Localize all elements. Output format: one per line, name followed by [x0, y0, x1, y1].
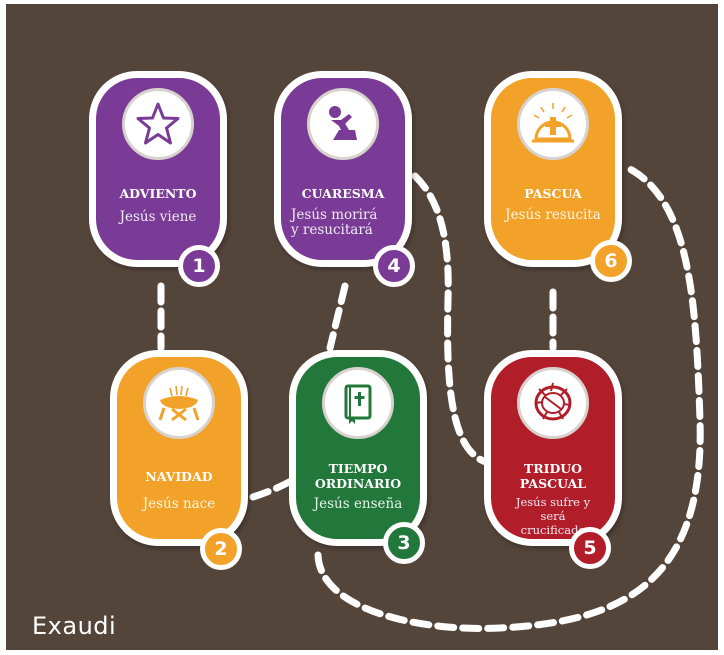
season-title: CUARESMA — [301, 186, 385, 201]
season-subtitle: Jesús nace — [142, 496, 216, 512]
connector-3-4 — [326, 282, 349, 352]
season-card-tiempo-ordinario: TIEMPO ORDINARIO Jesús enseña — [289, 350, 427, 546]
season-subtitle: Jesús resucita — [505, 207, 601, 223]
season-title: NAVIDAD — [145, 469, 213, 484]
crown-of-thorns-icon — [534, 382, 572, 421]
season-subtitle: Jesús sufre y será crucificado — [515, 495, 591, 537]
season-card-pascua: PASCUA Jesús resucita — [484, 71, 622, 267]
season-number-badge: 1 — [178, 245, 220, 287]
season-subtitle: Jesús enseña — [313, 496, 403, 512]
season-title: PASCUA — [524, 186, 582, 201]
season-card-adviento: ADVIENTO Jesús viene — [89, 71, 227, 267]
bible-icon — [344, 384, 372, 424]
season-subtitle: Jesús morirá y resucitará — [291, 207, 378, 238]
praying-person-icon — [329, 106, 357, 140]
season-title: TRIDUO PASCUAL — [519, 461, 587, 491]
connector-3-6 — [314, 164, 704, 632]
icon-circle — [307, 88, 379, 160]
icon-circle — [322, 367, 394, 439]
connector-4-5 — [411, 172, 490, 466]
season-title: TIEMPO ORDINARIO — [314, 461, 402, 491]
season-card-navidad: NAVIDAD Jesús nace — [110, 350, 248, 546]
season-number-badge: 2 — [200, 528, 242, 570]
icon-circle — [122, 88, 194, 160]
icon-circle — [517, 88, 589, 160]
empty-tomb-icon — [532, 103, 574, 143]
connector-2-3 — [249, 474, 301, 501]
season-card-cuaresma: CUARESMA Jesús morirá y resucitará — [274, 71, 412, 267]
icon-circle — [143, 367, 215, 439]
season-number-badge: 4 — [373, 245, 415, 287]
season-number-badge: 6 — [590, 240, 632, 282]
brand-logo-text: Exaudi — [32, 612, 117, 640]
star-icon — [136, 102, 180, 145]
season-title: ADVIENTO — [119, 186, 197, 201]
season-number-badge: 3 — [383, 522, 425, 564]
icon-circle — [517, 367, 589, 439]
season-number-badge: 5 — [569, 527, 611, 569]
season-subtitle: Jesús viene — [119, 209, 197, 225]
season-card-triduo-pascual: TRIDUO PASCUAL Jesús sufre y será crucif… — [484, 350, 622, 546]
manger-icon — [158, 385, 200, 422]
